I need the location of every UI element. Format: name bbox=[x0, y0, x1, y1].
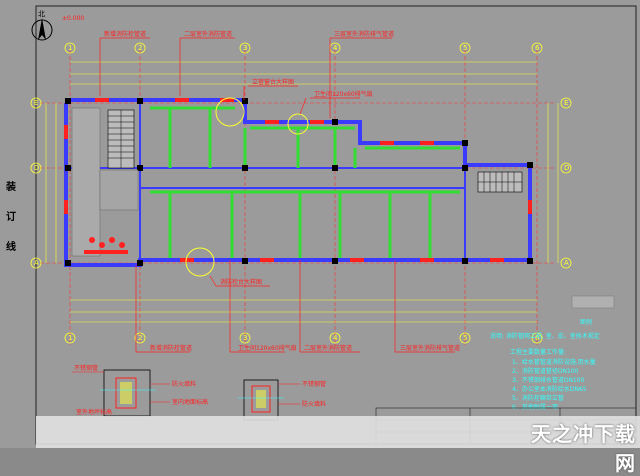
axis-3-top: 3 bbox=[243, 44, 247, 52]
north-label: 北 bbox=[38, 10, 45, 18]
axis-3-bottom: 3 bbox=[243, 334, 247, 342]
binding-label-1: 装 bbox=[6, 182, 16, 193]
callout-second-floor-pipe: 二层室外消防管道 bbox=[184, 30, 232, 38]
callout-new-hydrant-pipe: 新增消防栓管道 bbox=[104, 30, 146, 38]
notes-line-1: 1、给水管管道消防设施,用水量 bbox=[512, 358, 596, 366]
axis-d-right: D bbox=[564, 164, 569, 172]
notes-line-6: 6、其他附属一项 bbox=[512, 403, 558, 411]
bottom-callout-2: 卫生间120x60排气扇 bbox=[238, 344, 297, 352]
watermark-logo: 天之冲下载网 bbox=[531, 422, 636, 475]
legend-label: 图例 bbox=[580, 318, 592, 326]
callout-exhaust-fan: 卫生间120x60排气扇 bbox=[314, 90, 373, 98]
window-markers bbox=[64, 98, 532, 262]
axis-5-top: 5 bbox=[463, 44, 467, 52]
staircase-left bbox=[107, 109, 135, 169]
floor-plan-drawing: 北 ±0.000 bbox=[30, 5, 637, 445]
detail-label-pipe-2: 不锈钢管 bbox=[302, 380, 326, 388]
bottom-callout-4: 三层室外消防排气管道 bbox=[400, 344, 460, 352]
axis-bubbles-top bbox=[64, 42, 543, 54]
notes-line-4: 4、办公室本消防给水DN65 bbox=[512, 385, 587, 393]
structural-columns bbox=[65, 98, 533, 266]
callout-riser-detail: 立管窗台大样图 bbox=[252, 78, 294, 86]
axis-1-bottom: 1 bbox=[68, 334, 72, 342]
notes-line-3: 3、不锈钢排水管道DN100 bbox=[512, 376, 585, 384]
axis-a-left: A bbox=[34, 259, 39, 267]
staircase-right bbox=[477, 171, 523, 193]
notes-line-2: 2、消防管道管径DN100 bbox=[512, 367, 579, 375]
detail-label-outdoor-1: 室外地坪标高 bbox=[76, 408, 112, 416]
leader-lines bbox=[99, 37, 396, 352]
axis-6-top: 6 bbox=[535, 44, 540, 52]
legend-swatch bbox=[571, 295, 615, 309]
axis-4-top: 4 bbox=[333, 44, 338, 52]
detail-callout-circles bbox=[185, 97, 309, 277]
bottom-strip bbox=[36, 416, 640, 448]
callout-third-floor-vent: 三层室外消防排气管道 bbox=[334, 30, 394, 38]
elevation-label: ±0.000 bbox=[62, 15, 84, 22]
bottom-callout-1: 新增消防栓管道 bbox=[150, 344, 192, 352]
detail-label-filler-1: 防火填料 bbox=[172, 380, 196, 388]
hatched-area-left bbox=[71, 107, 139, 257]
axis-bubbles-left bbox=[30, 97, 42, 269]
detail-label-indoor-1: 室内地面标高 bbox=[172, 398, 208, 406]
axis-d-left: D bbox=[34, 164, 39, 172]
axis-e-right: E bbox=[564, 99, 568, 107]
axis-1-top: 1 bbox=[68, 44, 72, 52]
binding-label-3: 线 bbox=[6, 242, 16, 253]
north-arrow-icon bbox=[31, 18, 53, 41]
axis-a-right: A bbox=[564, 259, 569, 267]
axis-5-bottom: 5 bbox=[463, 334, 467, 342]
detail-label-pipe-1: 不锈钢管 bbox=[74, 364, 98, 372]
axis-2-top: 2 bbox=[138, 44, 142, 52]
axis-4-bottom: 4 bbox=[333, 334, 338, 342]
binding-label-2: 订 bbox=[6, 212, 16, 223]
axis-2-bottom: 2 bbox=[138, 334, 142, 342]
bottom-callout-3: 二层室外消防管道 bbox=[304, 344, 352, 352]
sanitary-fixtures bbox=[84, 237, 128, 254]
detail-label-filler-2: 防火填料 bbox=[302, 400, 326, 408]
axis-bubbles-right bbox=[560, 97, 572, 269]
notes-title: 说明: 消防管网工程, 室、宏、室技术规定 bbox=[490, 332, 600, 340]
detail-section-1 bbox=[72, 369, 170, 417]
callout-hydrant-detail: 消防栓台大样图 bbox=[220, 278, 262, 286]
dimension-lines-sides bbox=[45, 103, 559, 263]
detail-section-2 bbox=[238, 379, 300, 421]
dimension-lines-bottom bbox=[70, 299, 537, 323]
axis-6-bottom: 6 bbox=[535, 334, 540, 342]
axis-e-left: E bbox=[34, 99, 38, 107]
dimension-lines-top bbox=[70, 61, 537, 85]
notes-line-5: 5、消防栓箱带立管 bbox=[512, 394, 564, 402]
notes-line-0: 工程主要数量工作量: bbox=[510, 348, 566, 356]
partition-walls bbox=[150, 106, 460, 258]
axis-bubbles-bottom bbox=[64, 332, 543, 344]
